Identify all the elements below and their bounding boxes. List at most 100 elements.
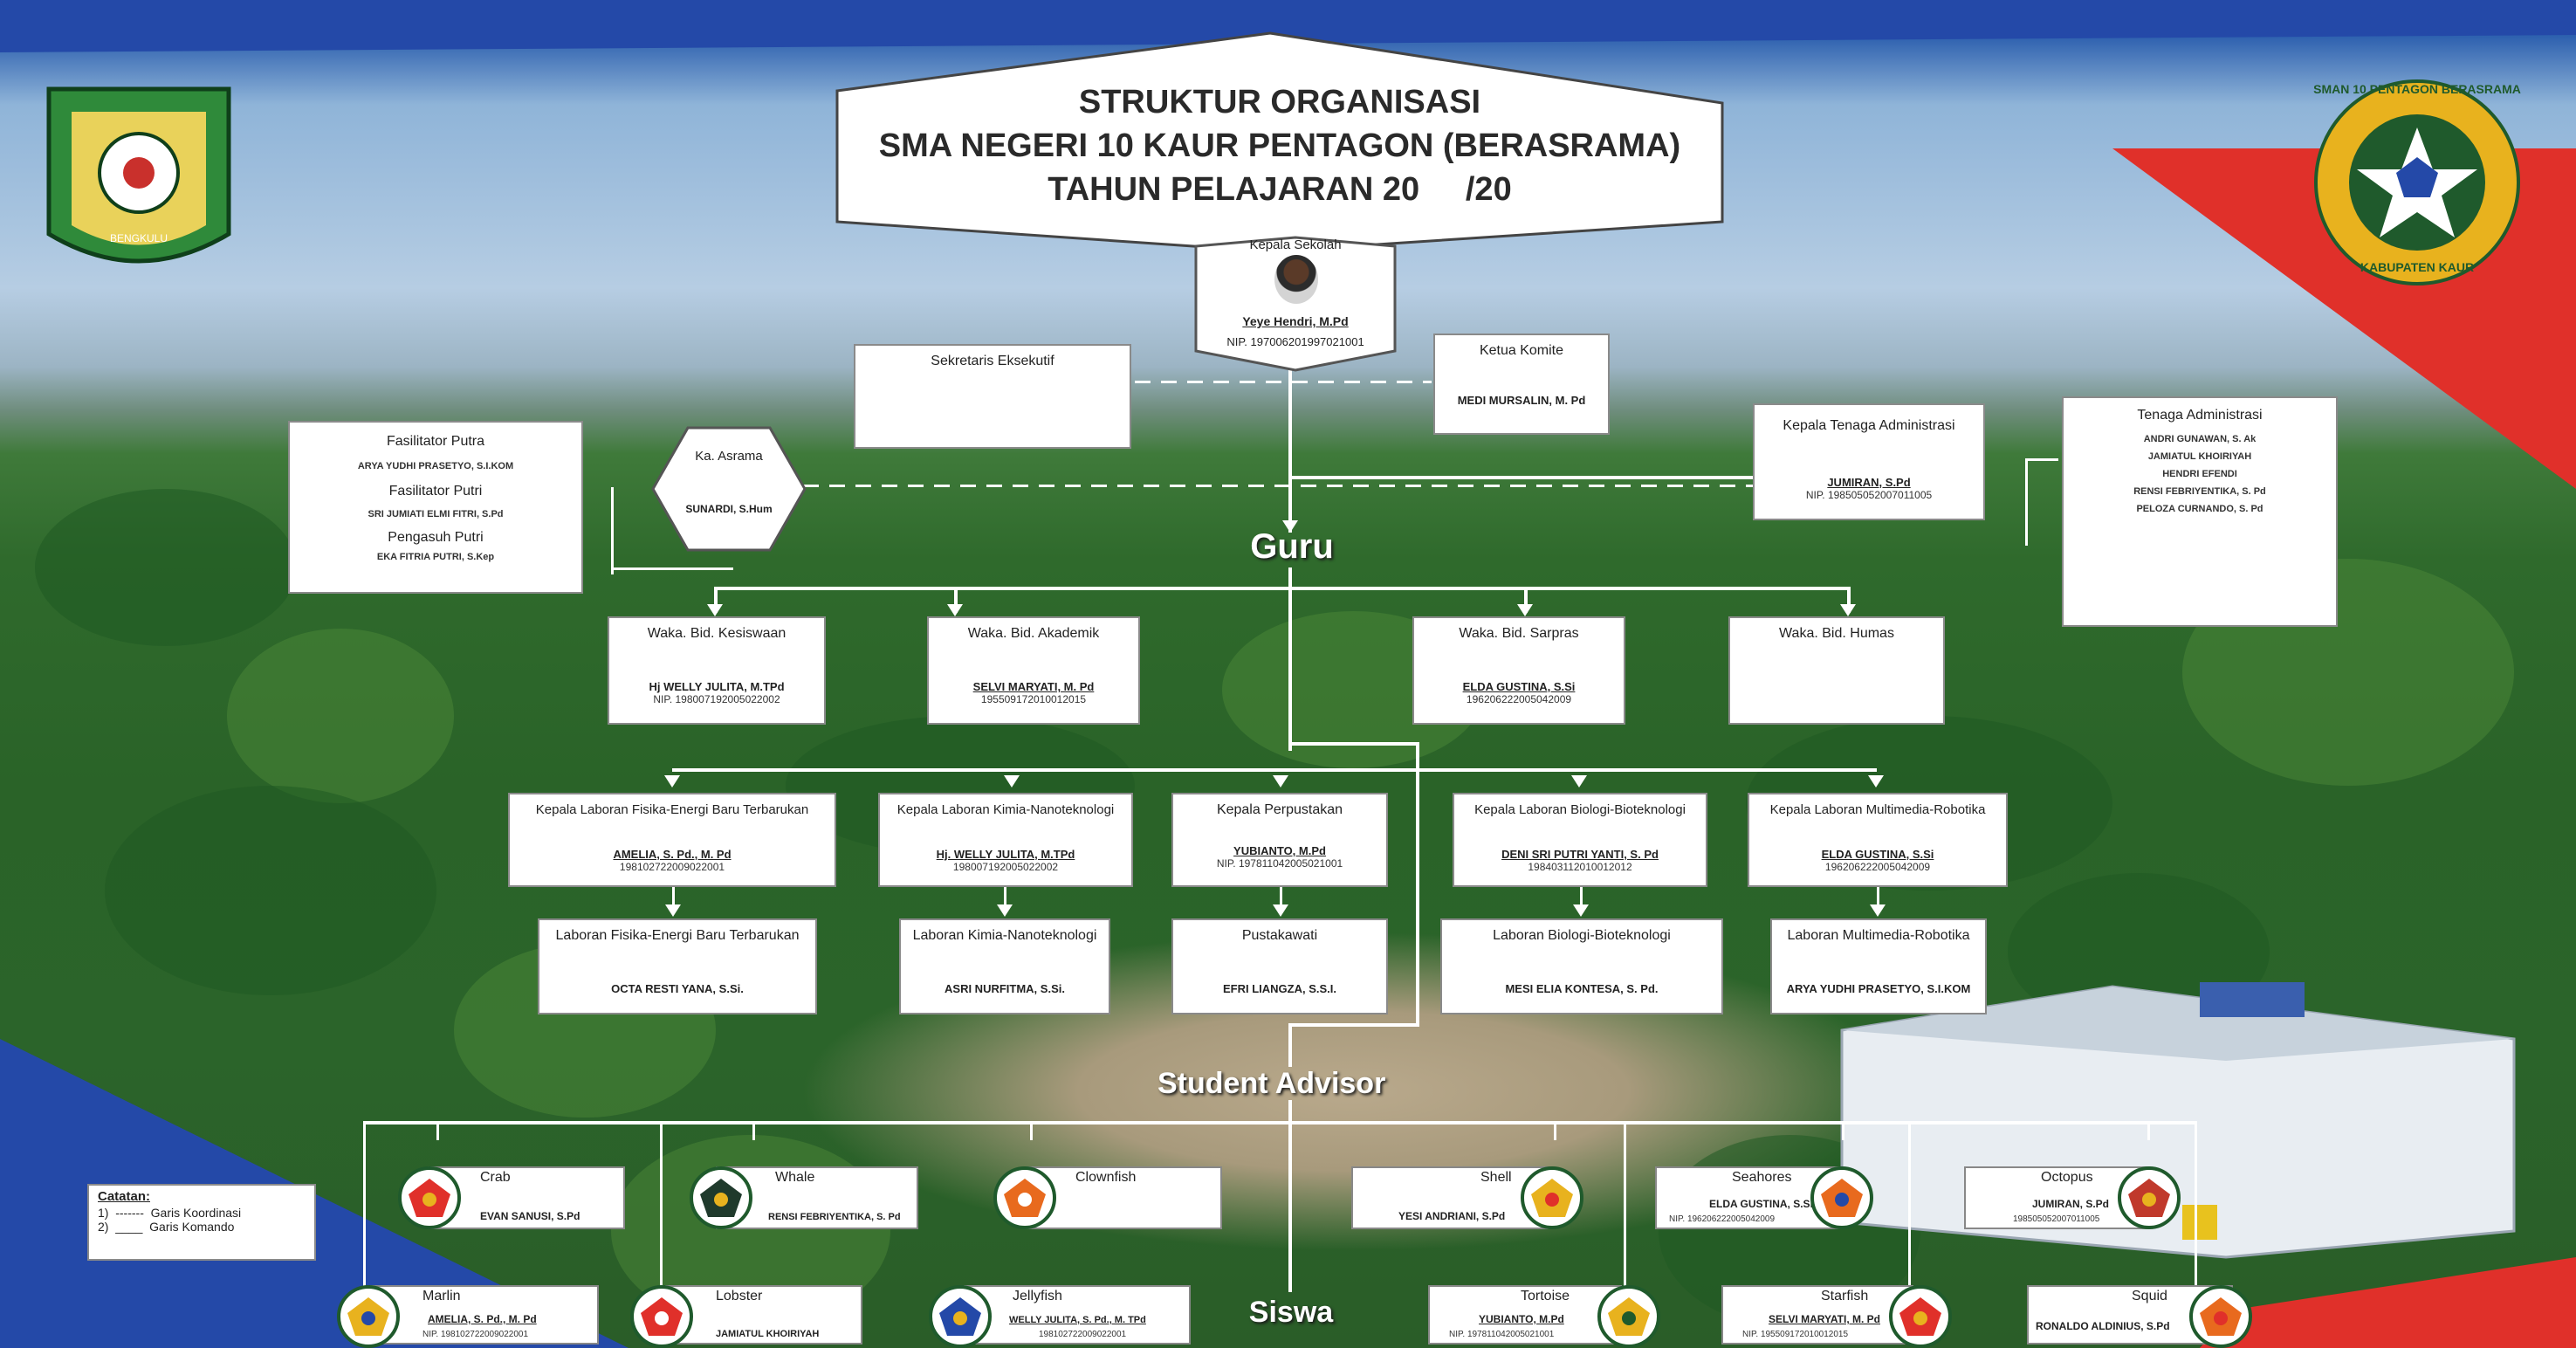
person-photo-icon bbox=[1274, 255, 1318, 304]
kepala-lab-title: Kepala Laboran Kimia-Nanoteknologi bbox=[896, 802, 1115, 817]
pentagon-team-icon bbox=[1810, 1166, 1873, 1229]
laboran-title: Laboran Kimia-Nanoteknologi bbox=[912, 928, 1097, 943]
waka-sarpras-box: Waka. Bid. Sarpras ELDA GUSTINA, S.Si 19… bbox=[1412, 616, 1625, 725]
waka-akademik-box: Waka. Bid. Akademik SELVI MARYATI, M. Pd… bbox=[927, 616, 1140, 725]
ka-asrama-name: SUNARDI, S.Hum bbox=[685, 503, 773, 515]
group-advisor-nip: 198102722009022001 bbox=[1039, 1330, 1127, 1339]
title-line-1: STRUKTUR ORGANISASI bbox=[1078, 84, 1481, 120]
laboran-name: EFRI LIANGZA, S.S.I. bbox=[1222, 982, 1336, 995]
title-banner: STRUKTUR ORGANISASI SMA NEGERI 10 KAUR P… bbox=[834, 30, 1726, 255]
laboran-kimia-box: Laboran Kimia-Nanoteknologi ASRI NURFITM… bbox=[899, 918, 1110, 1014]
kepala-lab-nip: NIP. 197811042005021001 bbox=[1216, 857, 1343, 870]
waka-title: Waka. Bid. Kesiswaan bbox=[647, 626, 787, 641]
group-title: Whale bbox=[775, 1170, 815, 1185]
group-marlin: Marlin AMELIA, S. Pd., M. Pd NIP. 198102… bbox=[370, 1285, 599, 1345]
waka-nip: 196206222005042009 bbox=[1466, 693, 1572, 705]
crest-banner: BENGKULU bbox=[109, 232, 168, 244]
ketua-komite-title: Ketua Komite bbox=[1479, 343, 1564, 358]
tenaga-adm-name: ANDRI GUNAWAN, S. Ak bbox=[2143, 434, 2257, 444]
group-advisor-name: JUMIRAN, S.Pd bbox=[2032, 1198, 2110, 1210]
catatan-item-koordinasi: 1) ------- Garis Koordinasi bbox=[98, 1206, 242, 1220]
hexagon-shape bbox=[1194, 236, 1397, 372]
group-advisor-name: JAMIATUL KHOIRIYAH bbox=[716, 1329, 820, 1339]
waka-name: ELDA GUSTINA, S.Si bbox=[1462, 680, 1576, 693]
group-advisor-name: RONALDO ALDINIUS, S.Pd bbox=[2036, 1320, 2170, 1332]
laboran-biologi-box: Laboran Biologi-Bioteknologi MESI ELIA K… bbox=[1440, 918, 1723, 1014]
group-title: Squid bbox=[2132, 1289, 2167, 1303]
kepala-lab-name: AMELIA, S. Pd., M. Pd bbox=[613, 848, 732, 861]
kepala-lab-biologi-box: Kepala Laboran Biologi-Bioteknologi DENI… bbox=[1453, 793, 1707, 887]
group-title: Crab bbox=[480, 1170, 511, 1185]
pentagon-team-icon bbox=[1521, 1166, 1583, 1229]
province-crest: BENGKULU bbox=[45, 86, 232, 288]
pentagon-team-icon bbox=[2189, 1285, 2252, 1348]
group-clownfish: Clownfish bbox=[1025, 1166, 1222, 1229]
pentagon-team-icon bbox=[398, 1166, 461, 1229]
sekretaris-title: Sekretaris Eksekutif bbox=[931, 354, 1054, 368]
school-badge: SMAN 10 PENTAGON BERASRAMA KABUPATEN KAU… bbox=[2312, 77, 2523, 288]
waka-nip: 195509172010012015 bbox=[980, 693, 1087, 705]
group-advisor-name: WELLY JULITA, S. Pd., M. TPd bbox=[1009, 1315, 1146, 1325]
kepala-lab-nip: 198102722009022001 bbox=[619, 861, 725, 873]
group-advisor-nip: NIP. 195509172010012015 bbox=[1742, 1330, 1849, 1339]
sekretaris-box: Sekretaris Eksekutif bbox=[854, 344, 1131, 449]
group-advisor-name: RENSI FEBRIYENTIKA, S. Pd bbox=[768, 1212, 901, 1222]
siswa-label: Siswa bbox=[1248, 1296, 1334, 1329]
ketua-komite-name: MEDI MURSALIN, M. Pd bbox=[1457, 394, 1586, 407]
group-advisor-name: YESI ANDRIANI, S.Pd bbox=[1398, 1210, 1506, 1222]
kepala-sekolah-box: Kepala Sekolah Yeye Hendri, M.Pd NIP. 19… bbox=[1192, 234, 1398, 374]
group-title: Jellyfish bbox=[1013, 1289, 1062, 1303]
group-advisor-nip: NIP. 198102722009022001 bbox=[422, 1330, 529, 1339]
waka-nip: NIP. 198007192005022002 bbox=[653, 693, 780, 705]
group-title: Tortoise bbox=[1521, 1289, 1570, 1303]
laboran-name: ASRI NURFITMA, S.Si. bbox=[945, 982, 1065, 995]
laboran-title: Pustakawati bbox=[1241, 928, 1318, 943]
pentagon-team-icon bbox=[630, 1285, 693, 1348]
group-title: Starfish bbox=[1821, 1289, 1869, 1303]
ka-asrama-title: Ka. Asrama bbox=[695, 449, 763, 464]
kepala-lab-title: Kepala Laboran Biologi-Bioteknologi bbox=[1474, 802, 1686, 817]
group-octopus: Octopus JUMIRAN, S.Pd 198505052007011005 bbox=[1964, 1166, 2151, 1229]
ka-asrama-box: Ka. Asrama SUNARDI, S.Hum bbox=[649, 424, 808, 554]
group-title: Clownfish bbox=[1075, 1170, 1137, 1185]
kepala-lab-title: Kepala Perpustakan bbox=[1216, 802, 1343, 817]
waka-name: Hj WELLY JULITA, M.TPd bbox=[649, 680, 785, 693]
fasilitator-putri-title: Fasilitator Putri bbox=[388, 484, 483, 499]
kepala-lab-name: Hj. WELLY JULITA, M.TPd bbox=[936, 848, 1075, 861]
pentagon-team-icon bbox=[1889, 1285, 1952, 1348]
badge-bottom-text: KABUPATEN KAUR bbox=[2360, 260, 2475, 274]
title-shape bbox=[835, 31, 1724, 253]
group-whale: Whale RENSI FEBRIYENTIKA, S. Pd bbox=[716, 1166, 918, 1229]
tenaga-adm-name: RENSI FEBRIYENTIKA, S. Pd bbox=[2133, 486, 2266, 497]
waka-kesiswaan-box: Waka. Bid. Kesiswaan Hj WELLY JULITA, M.… bbox=[608, 616, 826, 725]
kepala-lab-title: Kepala Laboran Multimedia-Robotika bbox=[1769, 802, 1986, 817]
tenaga-adm-name: JAMIATUL KHOIRIYAH bbox=[2147, 451, 2252, 462]
kepala-lab-name: DENI SRI PUTRI YANTI, S. Pd bbox=[1501, 848, 1659, 861]
group-starfish: Starfish SELVI MARYATI, M. Pd NIP. 19550… bbox=[1721, 1285, 1913, 1345]
fasilitator-putra-title: Fasilitator Putra bbox=[386, 434, 485, 449]
kepala-perpustakaan-box: Kepala Perpustakan YUBIANTO, M.Pd NIP. 1… bbox=[1171, 793, 1388, 887]
laboran-title: Laboran Multimedia-Robotika bbox=[1787, 928, 1970, 943]
kepala-lab-name: YUBIANTO, M.Pd bbox=[1233, 844, 1326, 857]
kepala-lab-multimedia-box: Kepala Laboran Multimedia-Robotika ELDA … bbox=[1748, 793, 2008, 887]
fasilitator-box: Fasilitator Putra ARYA YUDHI PRASETYO, S… bbox=[288, 421, 583, 594]
catatan-box: Catatan: 1) ------- Garis Koordinasi 2) … bbox=[87, 1184, 316, 1261]
group-shell: Shell YESI ANDRIANI, S.Pd bbox=[1351, 1166, 1549, 1229]
pentagon-team-icon bbox=[929, 1285, 992, 1348]
group-title: Shell bbox=[1480, 1170, 1512, 1185]
group-advisor-name: YUBIANTO, M.Pd bbox=[1479, 1313, 1564, 1325]
laboran-name: MESI ELIA KONTESA, S. Pd. bbox=[1505, 982, 1659, 995]
waka-title: Waka. Bid. Sarpras bbox=[1459, 626, 1579, 641]
pustakawati-box: Pustakawati EFRI LIANGZA, S.S.I. bbox=[1171, 918, 1388, 1014]
pengasuh-putri-name: EKA FITRIA PUTRI, S.Kep bbox=[376, 552, 495, 562]
pentagon-team-icon bbox=[337, 1285, 400, 1348]
laboran-fisika-box: Laboran Fisika-Energi Baru Terbarukan OC… bbox=[538, 918, 817, 1014]
pengasuh-putri-title: Pengasuh Putri bbox=[388, 530, 484, 545]
pentagon-team-icon bbox=[993, 1166, 1056, 1229]
kepala-lab-nip: 198403112010012012 bbox=[1528, 861, 1632, 873]
kepala-lab-name: ELDA GUSTINA, S.Si bbox=[1821, 848, 1934, 861]
group-advisor-name: AMELIA, S. Pd., M. Pd bbox=[428, 1313, 537, 1325]
badge-top-text: SMAN 10 PENTAGON BERASRAMA bbox=[2313, 82, 2521, 96]
group-seahores: Seahores ELDA GUSTINA, S.Si NIP. 1962062… bbox=[1655, 1166, 1840, 1229]
